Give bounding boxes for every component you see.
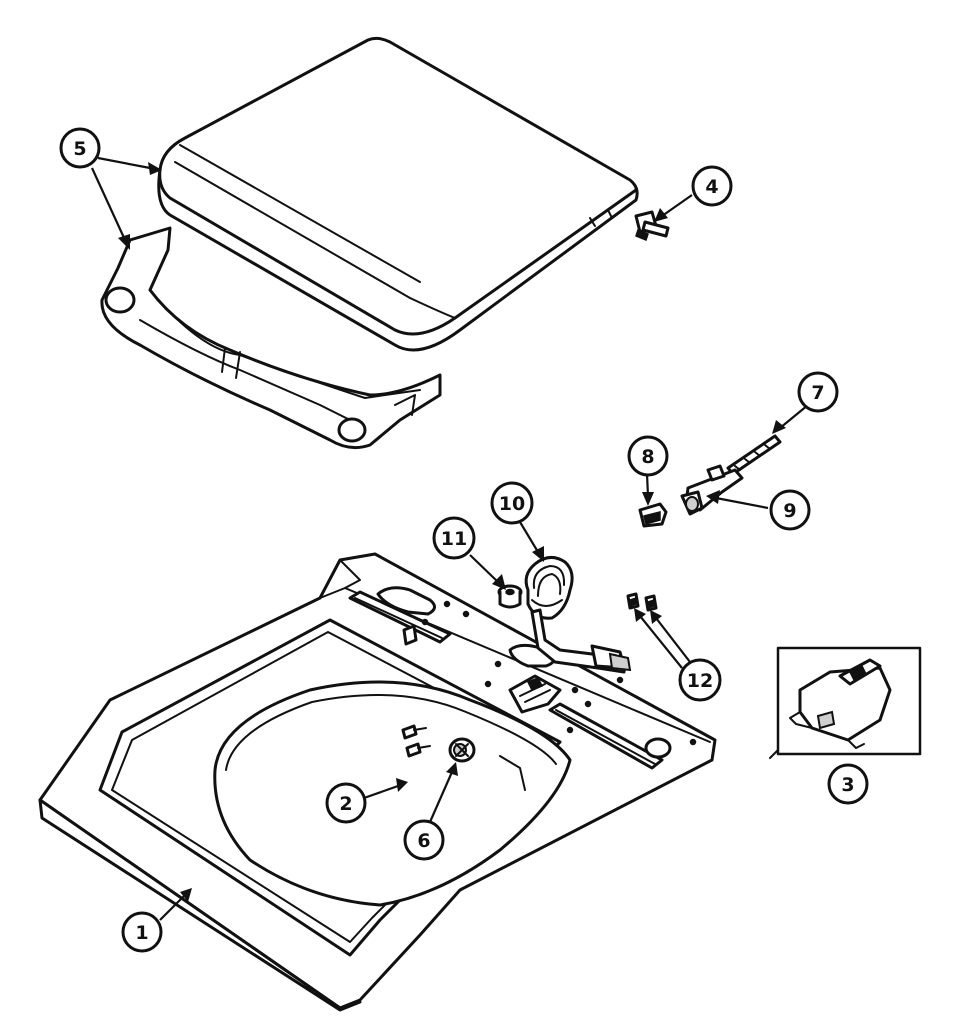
callout-label: 12 (687, 670, 713, 692)
callout-label: 7 (811, 382, 824, 404)
callout-5: 5 (59, 127, 101, 169)
hinge-pin (634, 210, 670, 241)
callout-1: 1 (121, 911, 163, 953)
grommet (497, 584, 523, 609)
switch-rod (726, 434, 782, 476)
wire-harness (524, 556, 632, 674)
callout-label: 9 (783, 500, 796, 522)
screws (401, 724, 431, 758)
lid (157, 36, 639, 352)
actuator-bracket (680, 464, 744, 516)
leader-lines (91, 156, 809, 921)
callout-label: 3 (841, 774, 854, 796)
callout-label: 5 (73, 138, 86, 160)
callout-6: 6 (403, 819, 445, 861)
knob (448, 737, 476, 763)
callout-3: 3 (827, 763, 869, 805)
callout-9: 9 (769, 489, 811, 531)
callout-label: 6 (417, 830, 430, 852)
lid-frame (100, 226, 442, 450)
callout-label: 8 (641, 446, 654, 468)
callout-12: 12 (678, 658, 722, 702)
callout-10: 10 (490, 481, 534, 525)
callout-label: 2 (339, 793, 352, 815)
switch-clip (638, 502, 668, 528)
callout-2: 2 (325, 782, 367, 824)
callout-label: 11 (441, 528, 467, 550)
top-cover (38, 552, 717, 1012)
callout-4: 4 (691, 165, 733, 207)
callout-label: 1 (135, 922, 148, 944)
callout-label: 4 (705, 176, 718, 198)
terminals (626, 592, 658, 612)
callout-11: 11 (432, 516, 476, 560)
inset-control-box (769, 646, 922, 759)
callout-8: 8 (627, 435, 669, 477)
callout-7: 7 (797, 371, 839, 413)
callout-label: 10 (499, 493, 525, 515)
